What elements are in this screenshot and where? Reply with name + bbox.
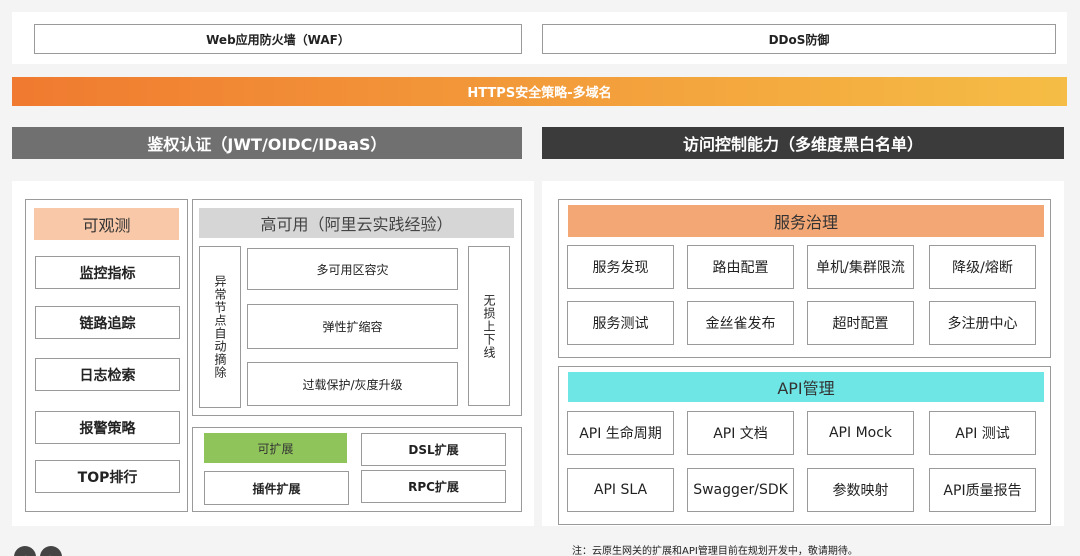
api-testing-box: API 测试 [929, 411, 1036, 455]
api-lifecycle-box: API 生命周期 [567, 411, 674, 455]
prev-page-button[interactable]: ‹ [14, 546, 36, 556]
api-management-title: API管理 [568, 372, 1044, 402]
monitoring-metrics-box: 监控指标 [35, 256, 180, 289]
ddos-box: DDoS防御 [542, 24, 1056, 54]
chevron-left-icon: ‹ [23, 551, 27, 556]
waf-box: Web应用防火墙（WAF） [34, 24, 522, 54]
api-quality-report-box: API质量报告 [929, 468, 1036, 512]
plugin-extension-box: 插件扩展 [204, 471, 349, 505]
api-sla-box: API SLA [567, 468, 674, 512]
multi-az-dr-box: 多可用区容灾 [247, 248, 458, 290]
top-ranking-box: TOP排行 [35, 460, 180, 493]
observability-title: 可观测 [34, 208, 179, 240]
service-discovery-box: 服务发现 [567, 245, 674, 289]
auth-banner: 鉴权认证（JWT/OIDC/IDaaS） [12, 127, 522, 159]
trace-tracking-box: 链路追踪 [35, 306, 180, 339]
elastic-scaling-box: 弹性扩缩容 [247, 304, 458, 349]
next-page-button[interactable]: › [40, 546, 62, 556]
multi-registry-box: 多注册中心 [929, 301, 1036, 345]
service-testing-box: 服务测试 [567, 301, 674, 345]
log-search-box: 日志检索 [35, 358, 180, 391]
footnote: 注：云原生网关的扩展和API管理目前在规划开发中，敬请期待。 [572, 546, 858, 556]
lossless-online-offline-box: 无损上下线 [468, 246, 510, 406]
observability-group [25, 199, 188, 512]
canary-release-box: 金丝雀发布 [687, 301, 794, 345]
swagger-sdk-box: Swagger/SDK [687, 468, 794, 512]
rate-limiting-box: 单机/集群限流 [807, 245, 914, 289]
service-governance-title: 服务治理 [568, 205, 1044, 237]
high-availability-title: 高可用（阿里云实践经验） [199, 208, 514, 238]
access-control-banner: 访问控制能力（多维度黑白名单） [542, 127, 1064, 159]
rpc-extension-box: RPC扩展 [361, 470, 506, 503]
degrade-circuit-breaker-box: 降级/熔断 [929, 245, 1036, 289]
api-docs-box: API 文档 [687, 411, 794, 455]
alert-policy-box: 报警策略 [35, 411, 180, 444]
api-mock-box: API Mock [807, 411, 914, 455]
chevron-right-icon: › [49, 551, 53, 556]
param-mapping-box: 参数映射 [807, 468, 914, 512]
dsl-extension-box: DSL扩展 [361, 433, 506, 466]
https-policy-banner: HTTPS安全策略-多域名 [12, 77, 1067, 106]
timeout-config-box: 超时配置 [807, 301, 914, 345]
overload-protection-box: 过载保护/灰度升级 [247, 362, 458, 406]
routing-config-box: 路由配置 [687, 245, 794, 289]
extensibility-title: 可扩展 [204, 433, 347, 463]
abnormal-node-removal-box: 异常节点自动摘除 [199, 246, 241, 408]
